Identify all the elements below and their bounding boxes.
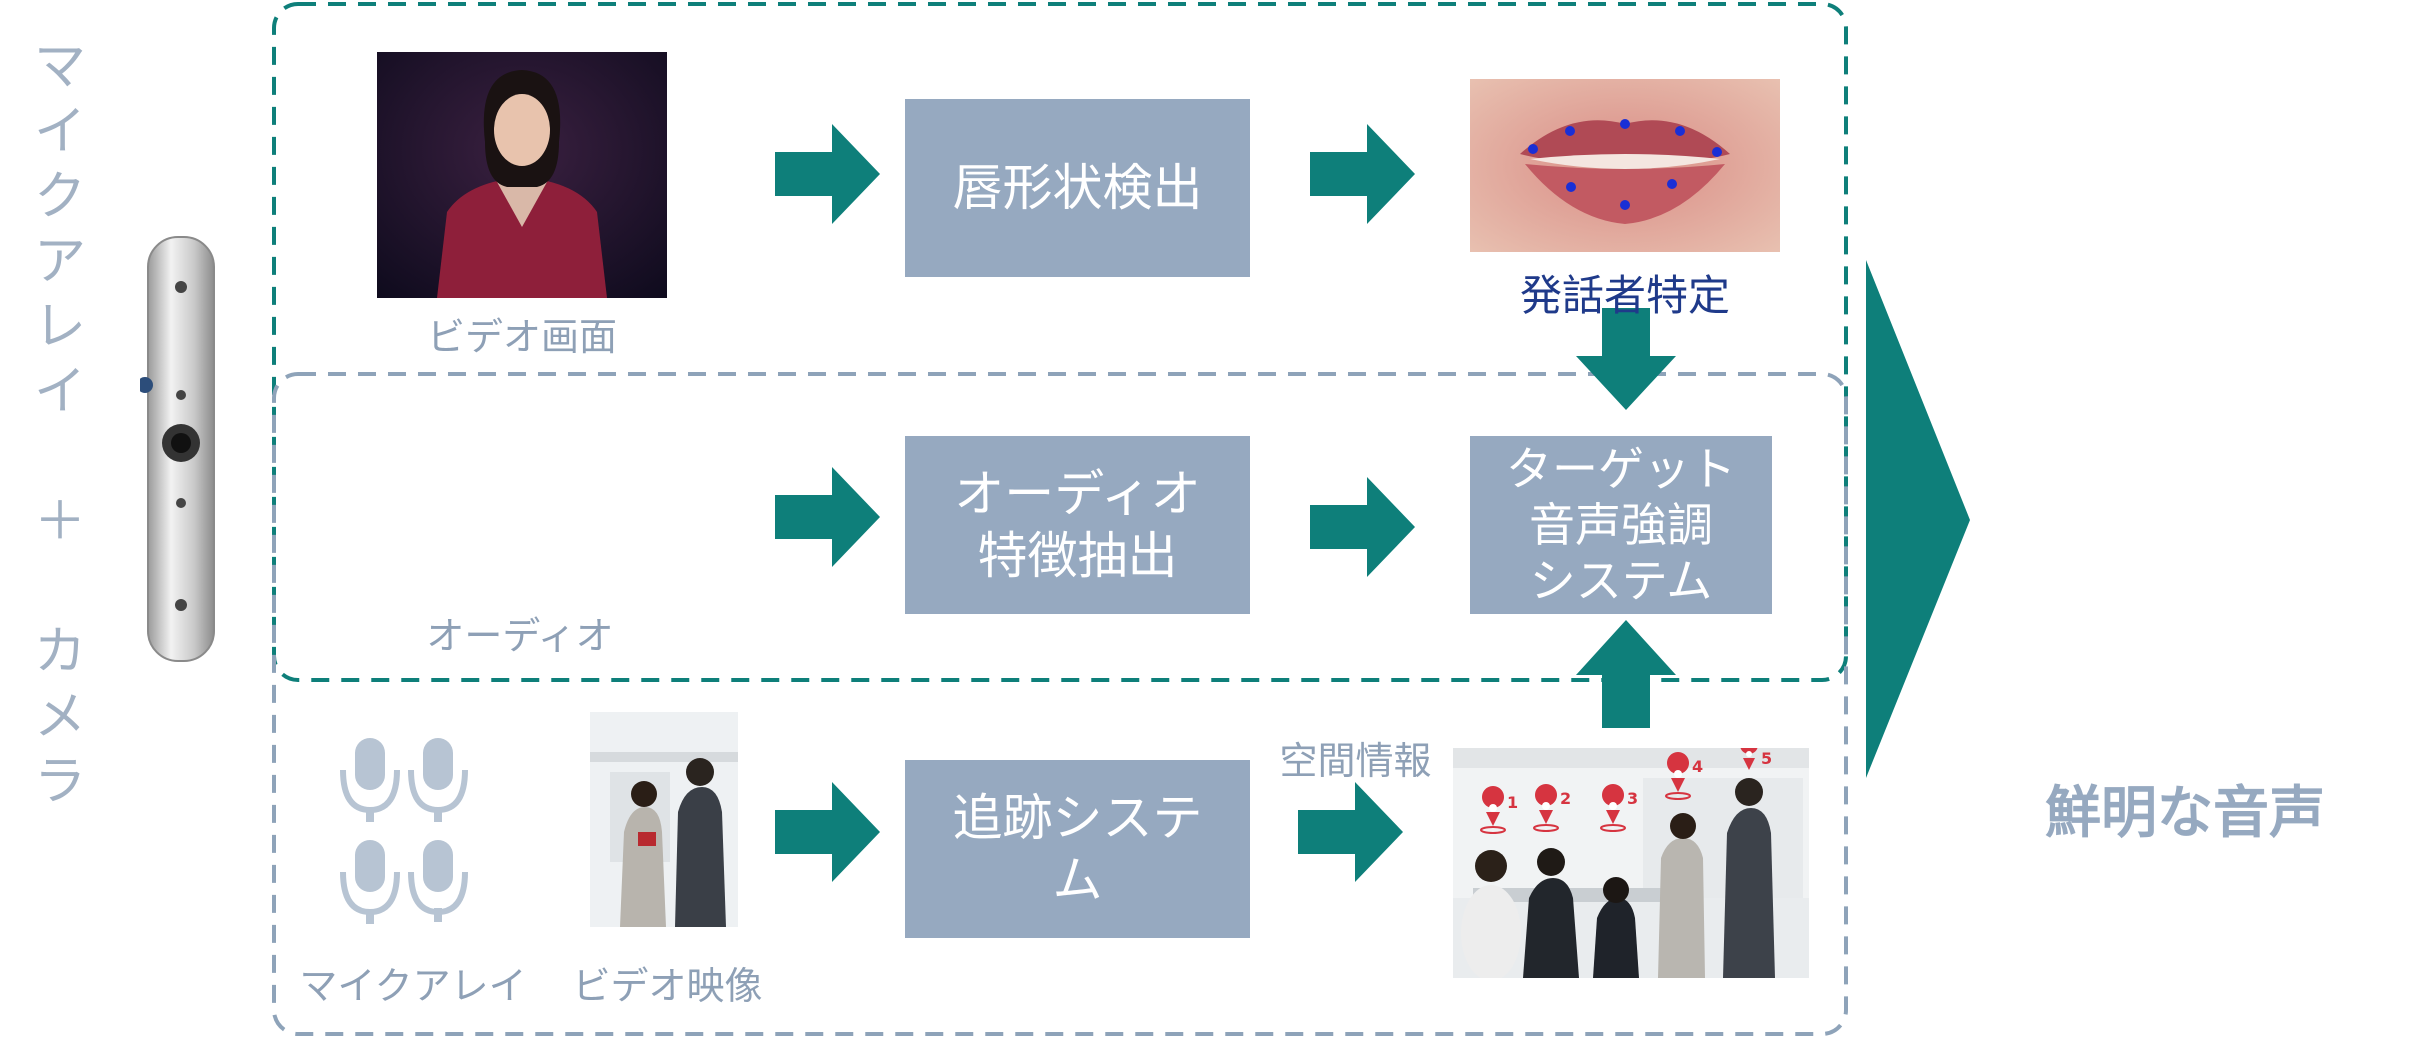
location-pin-icon (1480, 786, 1506, 834)
mic-array-caption: マイクアレイ (299, 964, 527, 1008)
arrow-feature-to-target (1310, 477, 1415, 577)
speaker-identification-label: 発話者特定 (1519, 271, 1730, 320)
mouth-landmarks-image (1470, 79, 1780, 252)
big-output-arrow (1866, 260, 1970, 778)
microphone-icon (340, 738, 400, 822)
marker-label: 2 (1560, 789, 1571, 808)
video-group-frame (272, 2, 1848, 682)
arrow-tracking-to-scene (1298, 782, 1403, 882)
marker-label: 1 (1507, 793, 1518, 812)
mic-array-camera-device (140, 235, 225, 665)
arrow-lip-to-speaker (1310, 124, 1415, 224)
target-speech-enhancement-box: ターゲット 音声強調 システム (1470, 436, 1772, 614)
marker-label: 5 (1761, 749, 1772, 768)
output-waveform (2008, 399, 2386, 671)
audio-caption: オーディオ (426, 614, 614, 658)
mic-array-camera-title: マ イ ク ア レ イ ＋ カ メ ラ (33, 37, 86, 812)
location-pin-icon (1740, 748, 1758, 770)
marker-label: 3 (1627, 789, 1638, 808)
microphone-icon (340, 840, 400, 924)
marker-label: 4 (1692, 757, 1703, 776)
video-footage-caption: ビデオ映像 (572, 964, 763, 1008)
location-pin-icon (1665, 752, 1691, 800)
lip-shape-detection-box: 唇形状検出 (905, 99, 1250, 277)
lip-landmark-points (1528, 119, 1722, 210)
location-pin-icon (1600, 784, 1626, 832)
tracking-system-box: 追跡システ ム (905, 760, 1250, 938)
microphone-icon (408, 840, 468, 922)
video-footage-image (590, 712, 738, 927)
audio-group-frame (272, 372, 1848, 1036)
audio-feature-extraction-box: オーディオ 特徴抽出 (905, 436, 1250, 614)
meeting-scene-image: 1 2 3 4 5 (1453, 748, 1809, 978)
location-markers: 1 2 3 4 5 (1480, 748, 1772, 834)
arrow-audio-to-feature (775, 467, 880, 567)
microphone-icon (408, 738, 468, 822)
location-pin-icon (1533, 784, 1559, 832)
arrow-speaker-to-target (1576, 308, 1676, 410)
clear-speech-label: 鮮明な音声 (2045, 781, 2325, 846)
video-screen-image (377, 52, 667, 298)
video-screen-caption: ビデオ画面 (426, 315, 617, 359)
arrow-video2-to-tracking (775, 782, 880, 882)
input-waveform (316, 396, 710, 624)
arrow-video-to-lip (775, 124, 880, 224)
device-drawing (140, 236, 215, 662)
arrow-scene-to-target (1576, 620, 1676, 728)
spatial-info-label: 空間情報 (1279, 739, 1432, 783)
